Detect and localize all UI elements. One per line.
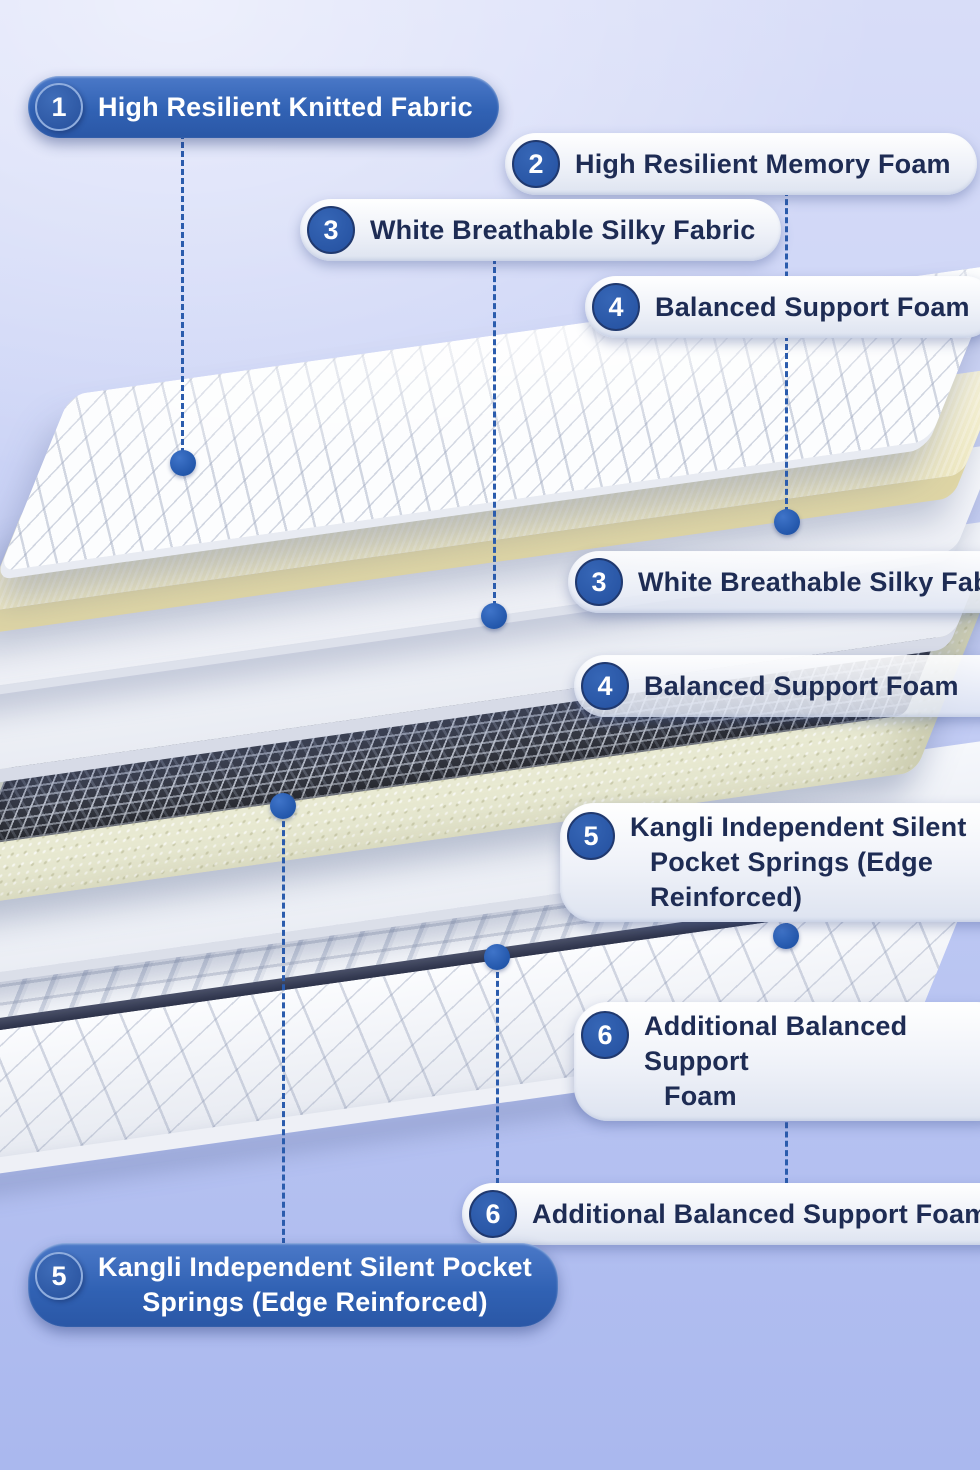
- label-3-strip-text: White Breathable Silky Fabric: [638, 566, 980, 597]
- connector-line-2: [785, 181, 788, 513]
- label-5-bottom-number: 5: [35, 1252, 83, 1300]
- label-5-bottom-line2: Springs (Edge Reinforced): [142, 1287, 488, 1318]
- connector-dot-silky-fabric: [481, 603, 507, 629]
- label-6-right-line2: Foam: [664, 1081, 737, 1112]
- label-4-text: Balanced Support Foam: [655, 291, 970, 322]
- label-6-right-line1: Additional Balanced Support: [644, 1011, 908, 1077]
- connector-line-6-bottom: [496, 963, 499, 1184]
- label-5-right-line2: Pocket Springs (Edge Reinforced): [650, 847, 934, 913]
- label-6-right-number: 6: [581, 1011, 629, 1059]
- label-5-right-line1: Kangli Independent Silent: [630, 812, 967, 842]
- label-4-strip-text: Balanced Support Foam: [644, 670, 959, 701]
- label-2-text: High Resilient Memory Foam: [575, 148, 951, 179]
- connector-line-6-link: [785, 1085, 788, 1184]
- label-4-support-foam-strip: 4 Balanced Support Foam: [574, 655, 980, 717]
- connector-dot-memory-foam: [774, 509, 800, 535]
- connector-dot-knitted-fabric: [170, 450, 196, 476]
- label-1-text: High Resilient Knitted Fabric: [98, 91, 473, 122]
- connector-line-3: [493, 249, 496, 607]
- label-3-number: 3: [307, 206, 355, 254]
- label-2-number: 2: [512, 140, 560, 188]
- label-5-right-number: 5: [567, 812, 615, 860]
- label-1-knitted-fabric: 1 High Resilient Knitted Fabric: [28, 76, 499, 138]
- label-1-number: 1: [35, 83, 83, 131]
- label-4-number: 4: [592, 283, 640, 331]
- label-3-text: White Breathable Silky Fabric: [370, 214, 756, 245]
- label-6-additional-foam-bottom: 6 Additional Balanced Support Foam: [462, 1183, 980, 1245]
- label-5-bottom-line1: Kangli Independent Silent Pocket: [98, 1252, 532, 1282]
- connector-dot-pocket-springs: [773, 923, 799, 949]
- label-4-strip-number: 4: [581, 662, 629, 710]
- label-3-strip-number: 3: [575, 558, 623, 606]
- label-3-silky-fabric-strip: 3 White Breathable Silky Fabric: [568, 551, 980, 613]
- connector-dot-additional-foam: [484, 944, 510, 970]
- label-6-bottom-text: Additional Balanced Support Foam: [532, 1198, 980, 1229]
- label-6-bottom-number: 6: [469, 1190, 517, 1238]
- label-4-support-foam-top: 4 Balanced Support Foam: [585, 276, 980, 338]
- connector-line-5-bottom: [282, 812, 285, 1244]
- label-3-silky-fabric-top: 3 White Breathable Silky Fabric: [300, 199, 782, 261]
- connector-line-1: [181, 124, 184, 454]
- connector-dot-spring-rail: [270, 793, 296, 819]
- label-2-memory-foam: 2 High Resilient Memory Foam: [505, 133, 977, 195]
